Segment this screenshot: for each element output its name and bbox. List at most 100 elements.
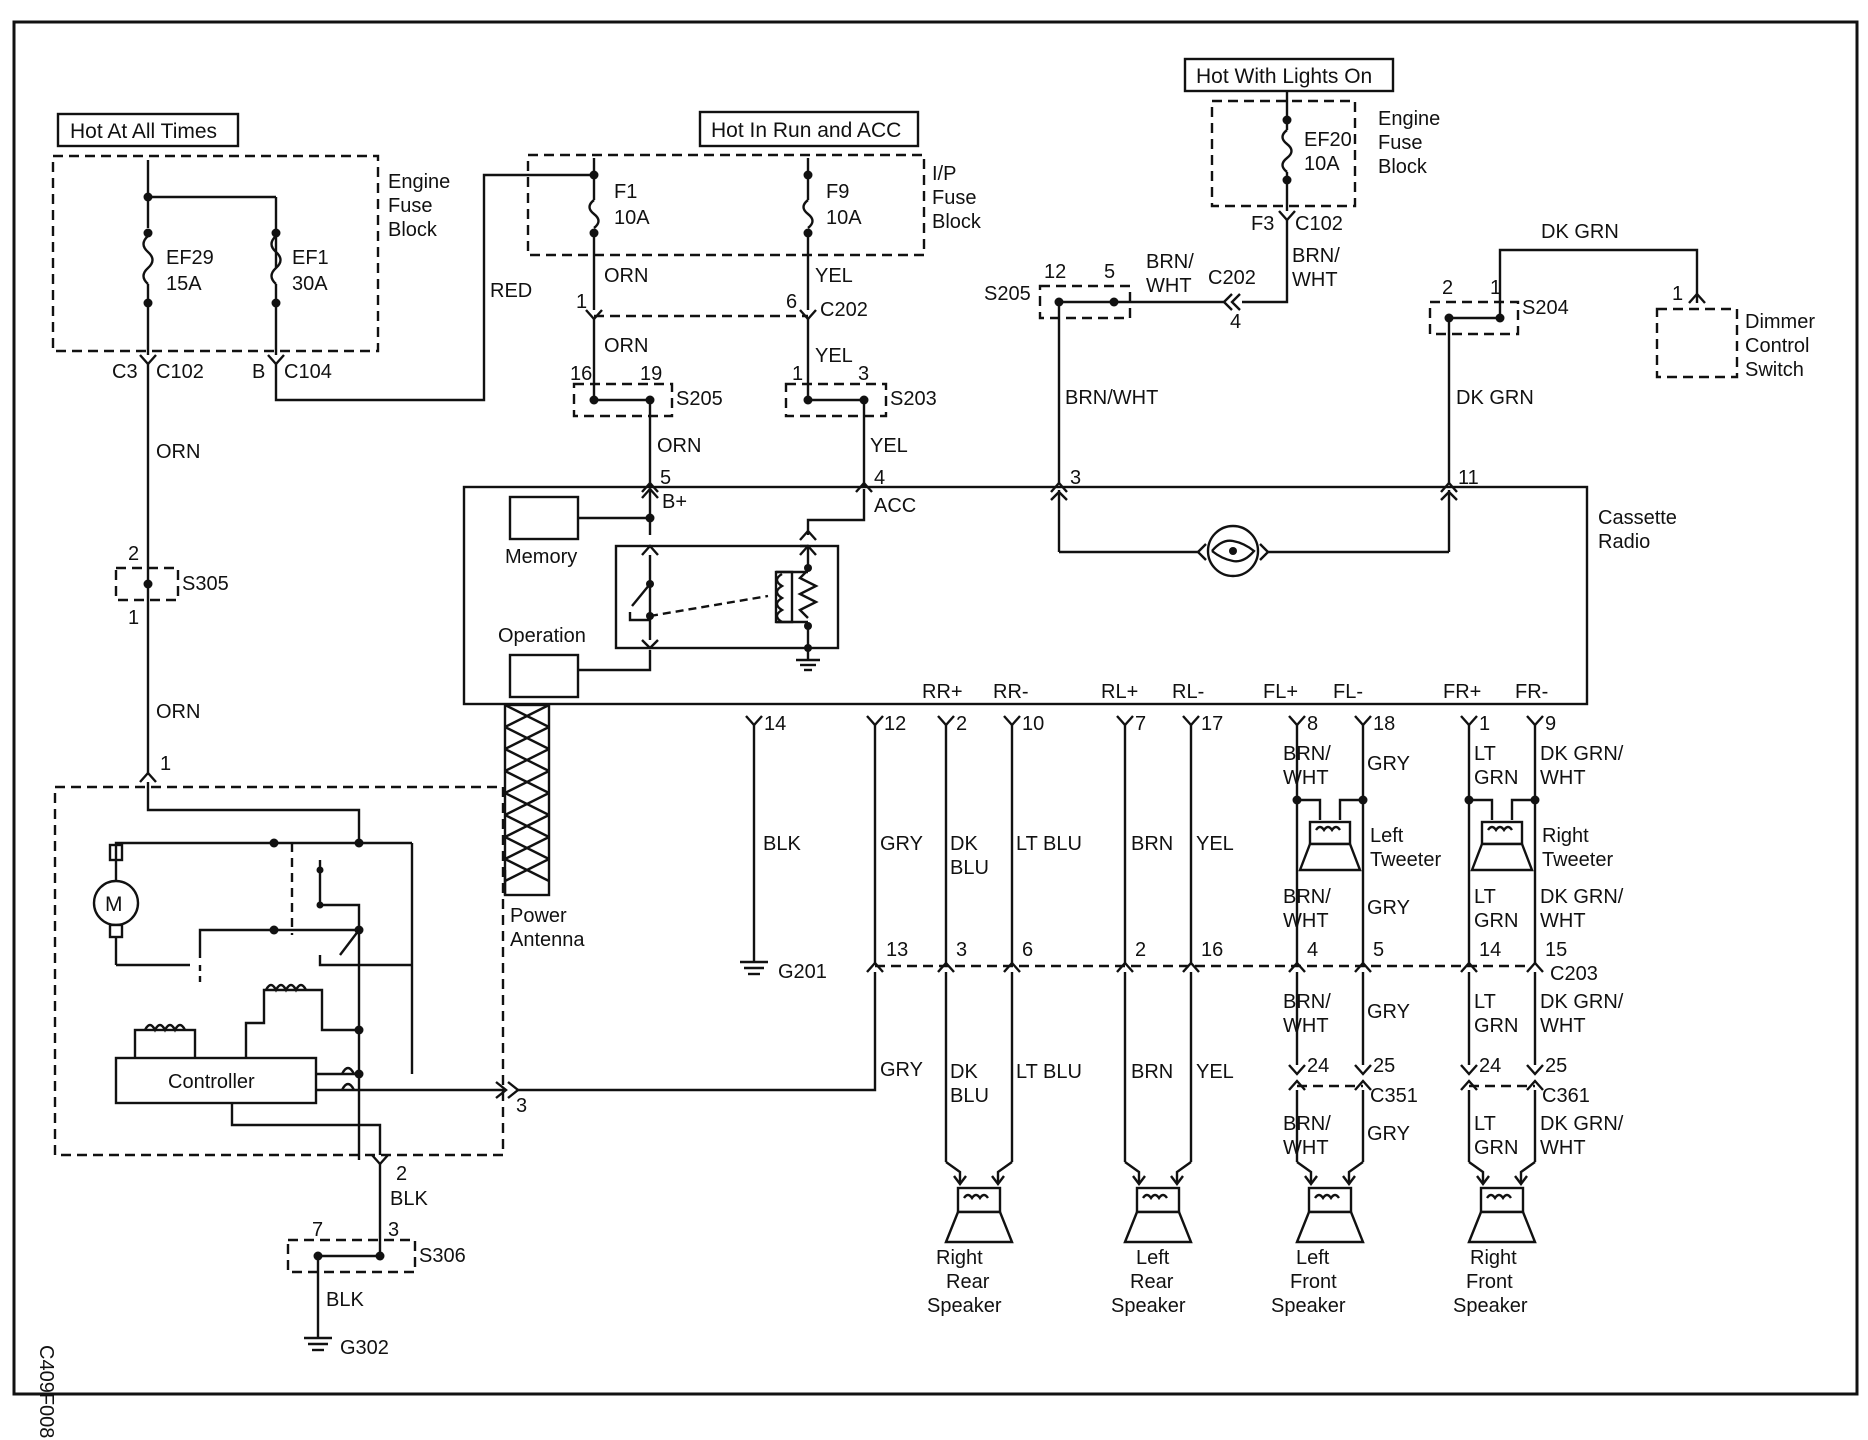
label-pins-p14-c203: 14 (1479, 939, 1501, 961)
label-pins-p17: 17 (1201, 713, 1223, 735)
label-pins-p10: 10 (1022, 713, 1044, 735)
label-wires-grn: GRN (1474, 1137, 1518, 1159)
label-fuses-ef1-amp: 30A (292, 273, 328, 295)
label-speakers-lf-2: Front (1290, 1271, 1337, 1293)
fuse-f9-icon (802, 199, 814, 229)
label-wires-wht: WHT (1540, 1137, 1586, 1159)
left-tweeter-icon (1297, 798, 1363, 872)
label-wires-gry: GRY (880, 833, 923, 855)
label-pins-p25-a: 25 (1373, 1055, 1395, 1077)
label-wires-blu: BLU (950, 857, 989, 879)
label-blocks-dimmer-1: Dimmer (1745, 311, 1815, 333)
label-connectors-c202-b: C202 (1208, 267, 1256, 289)
label-wires-dk-grn: DK GRN (1456, 387, 1534, 409)
label-pins-p24-a: 24 (1307, 1055, 1329, 1077)
label-wires-wht: WHT (1540, 767, 1586, 789)
label-splices-s305: S305 (182, 573, 229, 595)
label-terminals-fl-plus: FL+ (1263, 681, 1298, 703)
label-speakers-rf-2: Front (1466, 1271, 1513, 1293)
label-blocks-operation: Operation (498, 625, 586, 647)
label-blocks-power-antenna-2: Antenna (510, 929, 585, 951)
label-splices-s205-b: S205 (984, 283, 1031, 305)
label-splices-s204: S204 (1522, 297, 1569, 319)
label-wires-brn-wht-2: WHT (1146, 275, 1192, 297)
power-label-run-acc: Hot In Run and ACC (698, 110, 920, 148)
label-blocks-ip-fuse-block-1: I/P (932, 163, 956, 185)
label-terminals-fr-minus: FR- (1515, 681, 1548, 703)
fuse-ef20-icon (1281, 129, 1293, 173)
label-pins-p24-b: 24 (1479, 1055, 1501, 1077)
label-wires-brn-wht-2: WHT (1283, 767, 1329, 789)
label-blocks-engine-fuse-block-2: Fuse (1378, 132, 1422, 154)
label-pins-p15-c203: 15 (1545, 939, 1567, 961)
label-wires-blk: BLK (390, 1188, 428, 1210)
antenna-cable (503, 703, 551, 897)
ip-fuse-block (526, 153, 926, 257)
label-figure-code: C409F008 (35, 1345, 57, 1438)
splice-s205-left (572, 382, 674, 418)
label-terminals-rr-plus: RR+ (922, 681, 963, 703)
label-pins-p1-f1: 1 (576, 291, 587, 313)
label-pins-p6: 6 (786, 291, 797, 313)
label-pins-p5-c203: 5 (1373, 939, 1384, 961)
label-speakers-rl-1: Left (1136, 1247, 1170, 1269)
label-speakers-left-tweeter-1: Left (1370, 825, 1404, 847)
label-pins-p3-s306: 3 (388, 1219, 399, 1241)
label-pins-p5-s205: 5 (1104, 261, 1115, 283)
label-pins-p14: 14 (764, 713, 786, 735)
label-wires-lt: LT (1474, 991, 1496, 1013)
label-connectors-c202-a: C202 (820, 299, 868, 321)
label-pins-p25-b: 25 (1545, 1055, 1567, 1077)
label-pins-p7: 7 (1135, 713, 1146, 735)
label-terminals-bplus: B+ (662, 491, 687, 513)
label-connectors-f3: F3 (1251, 213, 1274, 235)
fuse-ef29-icon (142, 235, 154, 285)
label-speakers-right-tweeter-2: Tweeter (1542, 849, 1613, 871)
label-speakers-rr-3: Speaker (927, 1295, 1002, 1317)
splice-s205-right (1038, 284, 1132, 320)
label-wires-blu: BLU (950, 1085, 989, 1107)
label-wires-brn: BRN (1131, 833, 1173, 855)
label-fuses-ef1: EF1 (292, 247, 329, 269)
label-fuses-f1: F1 (614, 181, 637, 203)
label-blocks-cassette-radio-1: Cassette (1598, 507, 1677, 529)
label-terminals-rr-minus: RR- (993, 681, 1029, 703)
label-wires-brn-wht: BRN/ (1283, 1113, 1331, 1135)
label-connectors-c104: C104 (284, 361, 332, 383)
label-fuses-ef20: EF20 (1304, 129, 1352, 151)
label-wires-brn: BRN (1131, 1061, 1173, 1083)
label-splices-s203: S203 (890, 388, 937, 410)
label-speakers-rf-3: Speaker (1453, 1295, 1528, 1317)
label-pins-p5: 5 (660, 467, 671, 489)
operation-module (508, 653, 580, 699)
label-pins-p4-c203: 4 (1307, 939, 1318, 961)
label-splices-s306: S306 (419, 1245, 466, 1267)
label-wires-gry: GRY (880, 1059, 923, 1081)
label-terminals-rl-plus: RL+ (1101, 681, 1138, 703)
label-pins-p16-c203: 16 (1201, 939, 1223, 961)
power-antenna-block (53, 785, 505, 1157)
label-blocks-ip-fuse-block-3: Block (932, 211, 982, 233)
label-speakers-rl-2: Rear (1130, 1271, 1174, 1293)
label-pins-p1-s203: 1 (792, 363, 803, 385)
label-wires-gry: GRY (1367, 1123, 1410, 1145)
label-blocks-cassette-radio-2: Radio (1598, 531, 1650, 553)
label-blocks-controller: Controller (168, 1071, 255, 1093)
label-wires-orn: ORN (604, 335, 648, 357)
ground-g302-icon (304, 1336, 332, 1352)
right-tweeter-icon (1469, 798, 1535, 872)
engine-fuse-block-left (51, 154, 380, 353)
label-power-sources-run-acc: Hot In Run and ACC (711, 119, 901, 142)
label-wires-brn-wht-2: WHT (1292, 269, 1338, 291)
diagram-frame (12, 20, 1859, 1396)
label-wires-grn: GRN (1474, 1015, 1518, 1037)
label-wires-yel: YEL (815, 265, 853, 287)
label-wires-grn: GRN (1474, 910, 1518, 932)
label-blocks-power-antenna-1: Power (510, 905, 567, 927)
label-blocks-engine-fuse-block-3: Block (388, 219, 438, 241)
label-pins-p7-s306: 7 (312, 1219, 323, 1241)
label-wires-dk: DK (950, 1061, 978, 1083)
label-blocks-memory: Memory (505, 546, 577, 568)
label-wires-lt-blu: LT BLU (1016, 1061, 1082, 1083)
memory-module (508, 495, 580, 541)
